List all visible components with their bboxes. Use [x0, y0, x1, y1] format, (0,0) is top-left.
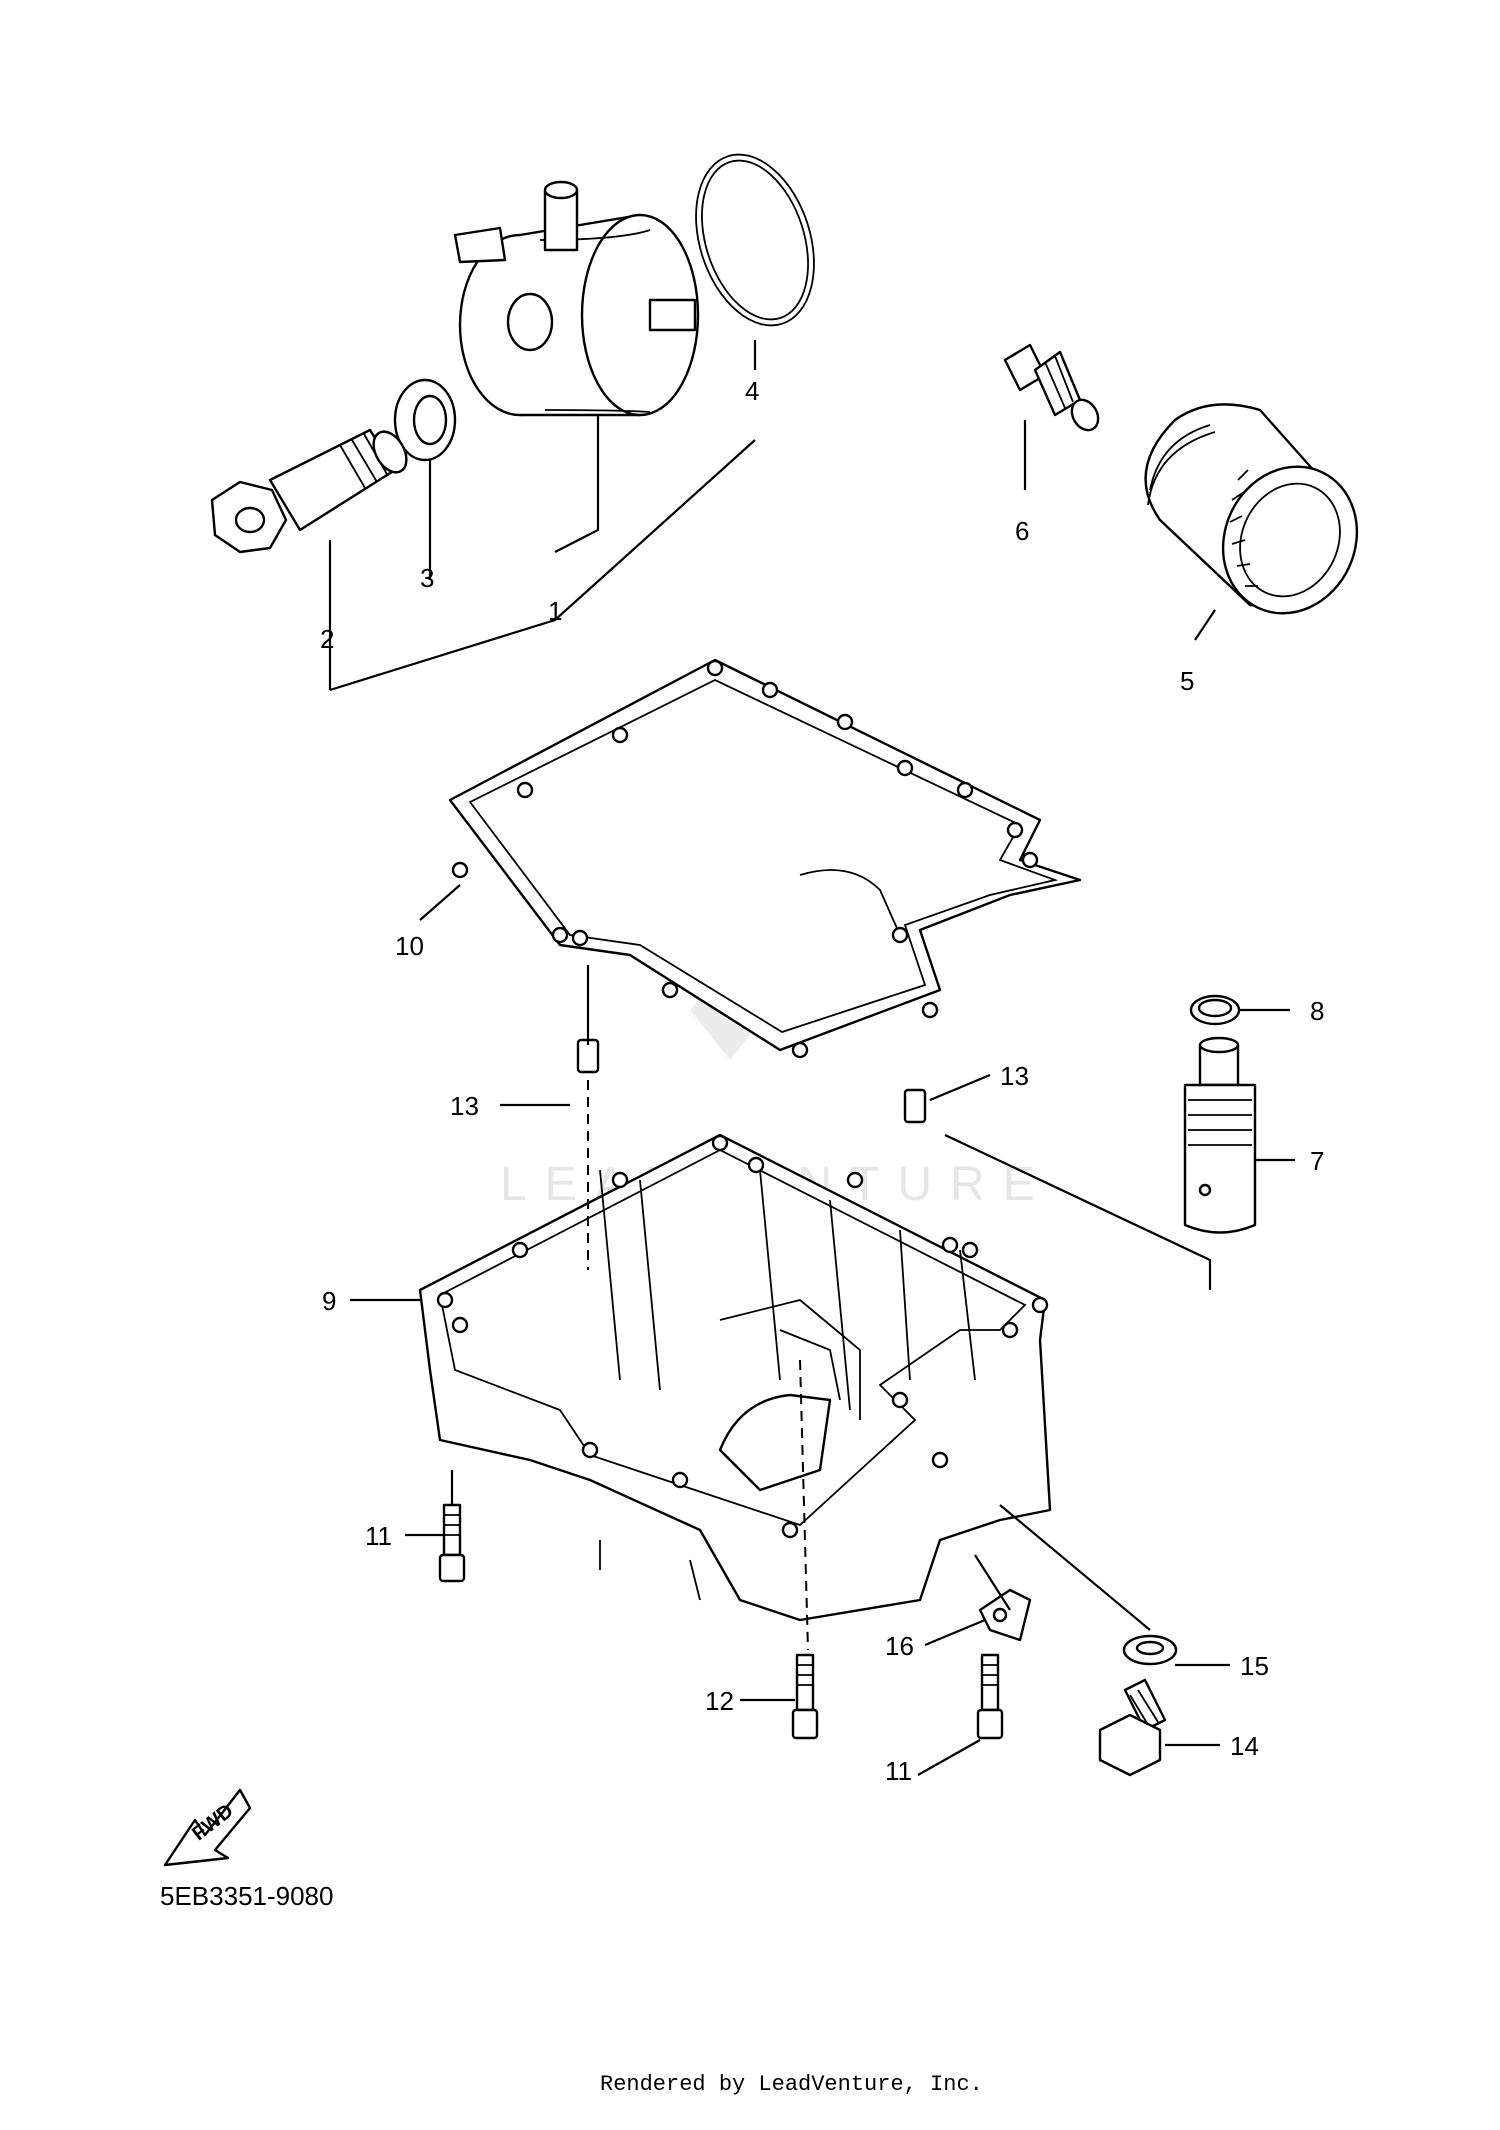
callouts: 1 2 3 4 5 6 7 8 9 10 11 11 12 13 13 14 1…: [320, 376, 1324, 1786]
callout-3[interactable]: 3: [420, 563, 434, 593]
callout-16[interactable]: 16: [885, 1631, 914, 1661]
fwd-arrow-icon: FWD: [163, 1788, 252, 1867]
callout-13-left[interactable]: 13: [450, 1091, 479, 1121]
part-bolt-11-left[interactable]: [438, 1503, 466, 1583]
callout-4[interactable]: 4: [745, 376, 759, 406]
callout-9[interactable]: 9: [322, 1286, 336, 1316]
callout-12[interactable]: 12: [705, 1686, 734, 1716]
part-o-ring-cooler[interactable]: [675, 139, 834, 340]
part-union-bolt[interactable]: [210, 426, 413, 554]
callout-11-right[interactable]: 11: [885, 1756, 912, 1786]
callout-1[interactable]: 1: [548, 596, 562, 626]
callout-5[interactable]: 5: [1180, 666, 1194, 696]
callout-8[interactable]: 8: [1310, 996, 1324, 1026]
callout-7[interactable]: 7: [1310, 1146, 1324, 1176]
part-fitting[interactable]: [1003, 343, 1103, 435]
part-dowel-pin-right[interactable]: [903, 1088, 927, 1124]
part-oil-cooler[interactable]: [453, 180, 700, 417]
part-o-ring-small[interactable]: [1189, 994, 1241, 1026]
part-gasket-drain[interactable]: [1122, 1634, 1178, 1666]
part-oil-strainer-pipe[interactable]: [1183, 1036, 1257, 1234]
callout-15[interactable]: 15: [1240, 1651, 1269, 1681]
rendered-by-credit: Rendered by LeadVenture, Inc.: [600, 2072, 983, 2097]
callout-2[interactable]: 2: [320, 624, 334, 654]
callout-11-left[interactable]: 11: [365, 1521, 392, 1551]
part-bolt-12[interactable]: [791, 1653, 819, 1740]
part-oil-filter[interactable]: [1144, 403, 1381, 635]
part-washer[interactable]: [393, 378, 457, 462]
part-oil-pan-gasket[interactable]: [448, 658, 1082, 1059]
part-bolt-11-right[interactable]: [976, 1653, 1004, 1740]
callout-6[interactable]: 6: [1015, 516, 1029, 546]
callout-14[interactable]: 14: [1230, 1731, 1259, 1761]
leader-lines: [328, 340, 1295, 1776]
part-bracket[interactable]: [978, 1588, 1032, 1642]
callout-10[interactable]: 10: [395, 931, 424, 961]
callout-13-right[interactable]: 13: [1000, 1061, 1029, 1091]
part-drain-bolt[interactable]: [1098, 1678, 1167, 1777]
diagram-code: 5EB3351-9080: [160, 1881, 333, 1911]
